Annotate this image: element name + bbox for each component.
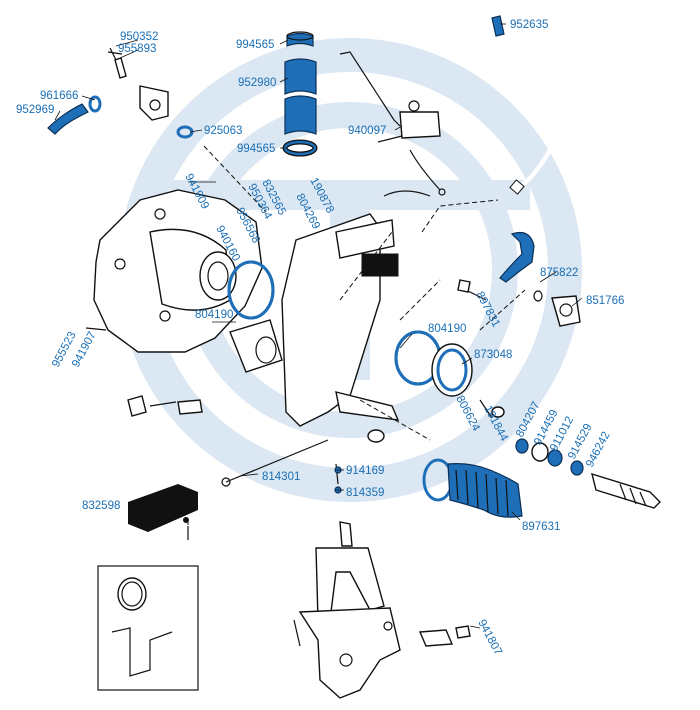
- label-806624: 806624: [453, 394, 482, 434]
- shift-lever: [339, 51, 446, 197]
- seal-assembly: [394, 330, 505, 419]
- label-814301: 814301: [262, 471, 300, 483]
- label-875822: 875822: [540, 267, 578, 279]
- label-873048: 873048: [474, 349, 512, 361]
- label-952969: 952969: [16, 104, 54, 116]
- label-814359: 814359: [346, 487, 384, 499]
- label-897631: 897631: [522, 521, 560, 533]
- label-961666: 961666: [40, 90, 78, 102]
- label-925063: 925063: [204, 125, 242, 137]
- label-950352: 950352: [120, 31, 158, 43]
- label-804190-left: 804190: [195, 309, 233, 321]
- gear-rod: [221, 439, 329, 487]
- label-832598: 832598: [82, 500, 120, 512]
- label-940097: 940097: [348, 125, 386, 137]
- inset-detail: [97, 565, 199, 691]
- water-hose: [457, 231, 581, 327]
- label-952635: 952635: [510, 19, 548, 31]
- leaders: [54, 23, 583, 629]
- tilt-fork: [293, 463, 471, 699]
- sleeve-stack: [282, 31, 318, 157]
- control-cable: [461, 15, 565, 195]
- label-952980: 952980: [238, 77, 276, 89]
- label-914169: 914169: [346, 465, 384, 477]
- driveshaft: [515, 438, 661, 509]
- bolt-group-left: [85, 327, 203, 417]
- drive-housing: [93, 189, 275, 353]
- label-955893: 955893: [118, 43, 156, 55]
- label-851766: 851766: [586, 295, 624, 307]
- assembly-guides: [187, 145, 526, 540]
- label-804190-right: 804190: [428, 323, 466, 335]
- label-941807: 941807: [475, 618, 504, 658]
- label-994565-top: 994565: [236, 39, 274, 51]
- water-pipe-assembly: [47, 47, 194, 139]
- label-994565-bottom: 994565: [237, 143, 275, 155]
- bellows: [422, 458, 523, 518]
